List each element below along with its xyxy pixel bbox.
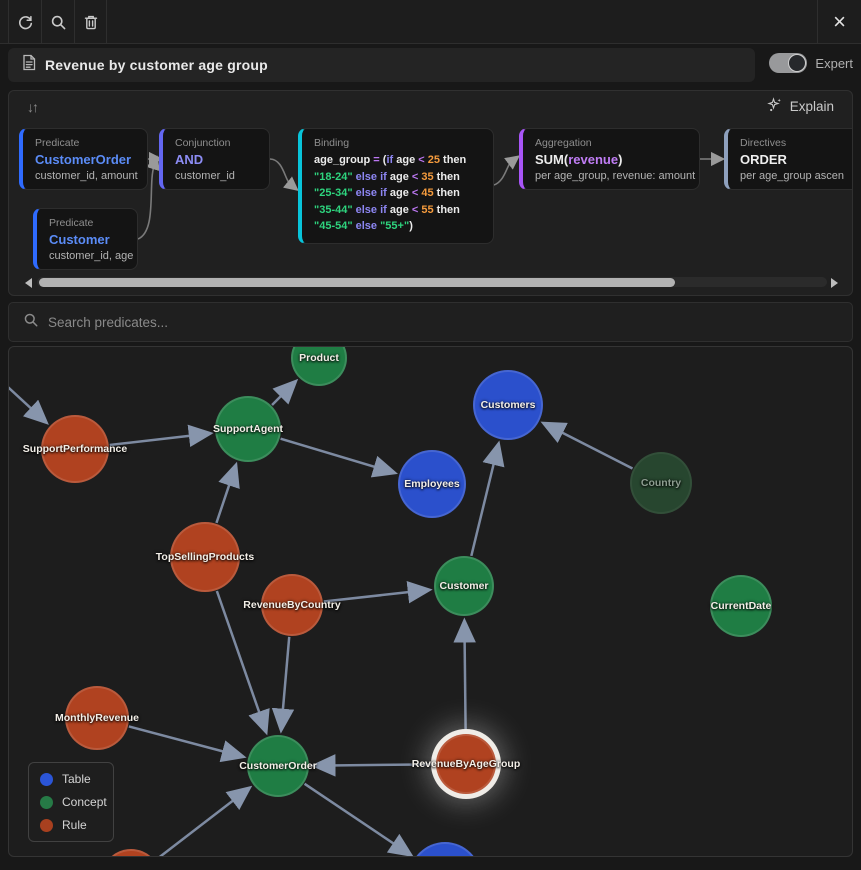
card-type-label: Directives [740, 137, 787, 149]
document-icon [22, 54, 36, 76]
search-icon [50, 14, 67, 31]
graph-node-monthlyrevenue[interactable] [65, 686, 129, 750]
sparkles-icon [766, 97, 783, 116]
card-title: CustomerOrder [35, 152, 132, 167]
graph-edges [9, 378, 634, 856]
card-subtitle: per age_group ascen [740, 170, 844, 182]
card-directives[interactable]: Directives ORDER per age_group ascen [724, 128, 852, 190]
sort-icon[interactable]: ↓↑ [27, 99, 39, 115]
graph-node-customer[interactable] [434, 556, 494, 616]
graph-node-customerorder[interactable] [247, 735, 309, 797]
search-input[interactable] [48, 314, 808, 330]
card-subtitle: customer_id [175, 170, 235, 182]
graph-node-topsellingproducts[interactable] [170, 522, 240, 592]
card-conjunction-and[interactable]: Conjunction AND customer_id [159, 128, 270, 190]
expert-toggle[interactable] [769, 53, 808, 73]
toggle-knob [788, 54, 807, 72]
card-title: AND [175, 152, 204, 167]
pipeline-cards: Predicate CustomerOrder customer_id, amo… [9, 91, 852, 271]
card-binding[interactable]: Binding age_group = (if age < 25 then "1… [298, 128, 494, 244]
trash-icon [83, 14, 99, 31]
binding-expression: age_group = (if age < 25 then "18-24" el… [314, 154, 470, 232]
card-subtitle: customer_id, amount [35, 170, 138, 182]
legend-item-table: Table [40, 772, 102, 786]
legend-label: Rule [62, 818, 87, 832]
graph-node-revenuebycountry[interactable] [261, 574, 323, 636]
legend-item-concept: Concept [40, 795, 107, 809]
legend-dot [40, 772, 53, 786]
graph-node-currentdate[interactable] [710, 575, 772, 637]
card-title: ORDER [740, 152, 787, 167]
predicate-search [8, 302, 853, 342]
legend-dot [40, 795, 53, 809]
top-toolbar: × [0, 0, 861, 44]
card-type-label: Binding [314, 137, 350, 149]
card-predicate-customerorder[interactable]: Predicate CustomerOrder customer_id, amo… [19, 128, 148, 190]
card-type-label: Aggregation [535, 137, 592, 149]
graph-node-supportperformance[interactable] [41, 415, 109, 483]
graph-node-supportagent[interactable] [215, 396, 281, 462]
scroll-left-arrow[interactable] [25, 278, 32, 288]
close-icon: × [833, 9, 846, 34]
refresh-icon [17, 14, 34, 31]
card-type-label: Predicate [49, 217, 94, 229]
legend-label: Table [62, 772, 91, 786]
search-icon [23, 312, 39, 333]
query-title-bar[interactable]: Revenue by customer age group [8, 48, 755, 82]
pipeline-panel: ↓↑ Explain [8, 90, 853, 296]
delete-button[interactable] [74, 0, 107, 44]
graph-node-country[interactable] [630, 452, 692, 514]
scroll-right-arrow[interactable] [831, 278, 838, 288]
graph-node-revenuebyagegroup[interactable] [436, 734, 496, 794]
card-title: SUM(revenue) [535, 152, 623, 167]
legend-dot [40, 818, 53, 832]
graph-node-customers[interactable] [473, 370, 543, 440]
card-type-label: Conjunction [175, 137, 231, 149]
scrollbar-track[interactable] [37, 277, 827, 287]
close-button[interactable]: × [817, 0, 861, 44]
graph-node-employees[interactable] [398, 450, 466, 518]
explain-button[interactable]: Explain [766, 97, 834, 116]
explain-label: Explain [789, 99, 834, 114]
page-title: Revenue by customer age group [45, 57, 268, 73]
card-title: Customer [49, 232, 110, 247]
card-predicate-customer[interactable]: Predicate Customer customer_id, age [33, 208, 138, 270]
expert-toggle-label: Expert [815, 55, 853, 71]
card-subtitle: per age_group, revenue: amount [535, 170, 696, 182]
pipeline-scrollbar [9, 275, 852, 293]
refresh-button[interactable] [8, 0, 41, 44]
search-button[interactable] [41, 0, 74, 44]
card-type-label: Predicate [35, 137, 80, 149]
legend-label: Concept [62, 795, 107, 809]
legend-item-rule: Rule [40, 818, 102, 832]
card-subtitle: customer_id, age [49, 250, 134, 262]
scrollbar-thumb[interactable] [39, 277, 675, 287]
card-aggregation[interactable]: Aggregation SUM(revenue) per age_group, … [519, 128, 700, 190]
